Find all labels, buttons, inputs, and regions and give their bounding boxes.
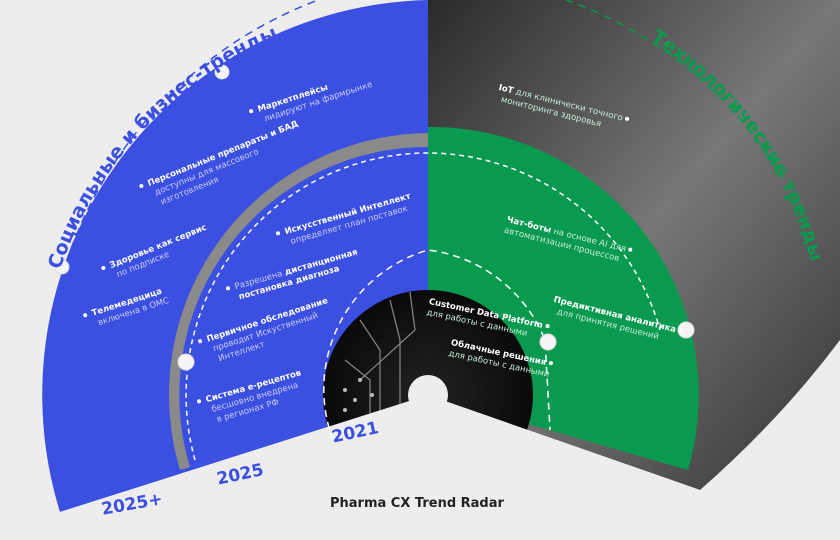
page-title: Pharma CX Trend Radar bbox=[330, 496, 504, 511]
tech-dashed-arc bbox=[564, 0, 811, 231]
social-dashed-arc bbox=[44, 0, 321, 511]
